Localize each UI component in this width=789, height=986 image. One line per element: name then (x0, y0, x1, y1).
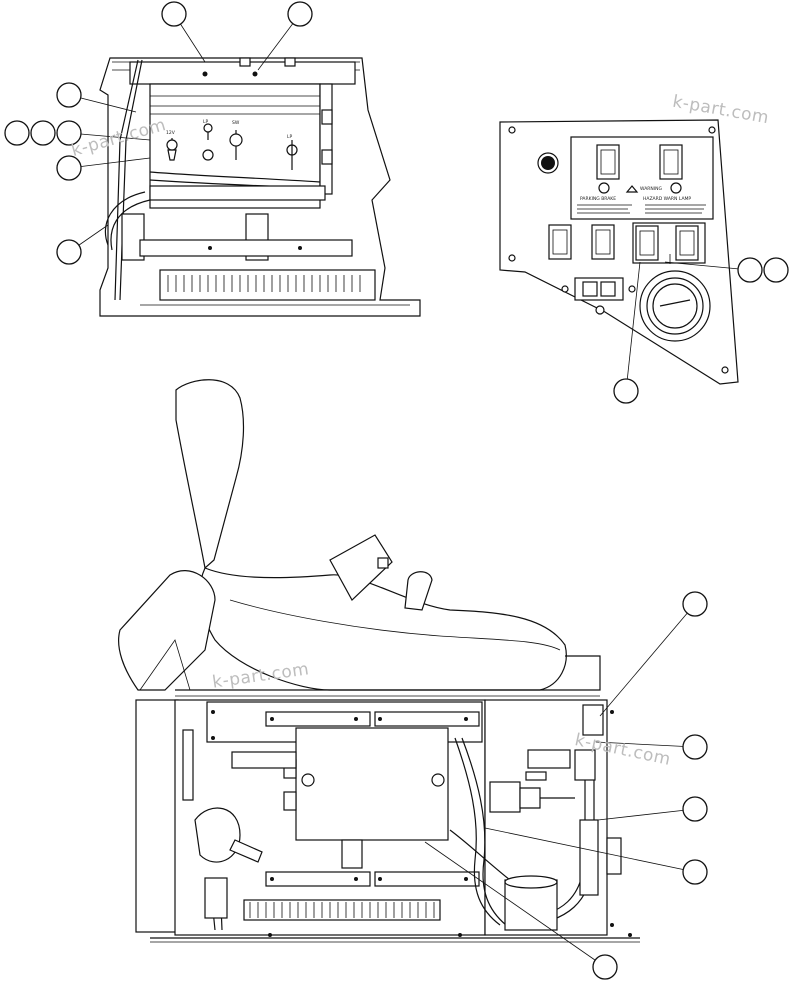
panel-label-right: HAZARD WARN LAMP (643, 196, 691, 202)
terminal-strip-top (167, 275, 361, 292)
svg-text:SW: SW (232, 120, 240, 126)
decal-text-lines (577, 204, 706, 214)
control-box-detail: 12V LP SW LP (99, 57, 421, 317)
svg-text:LP: LP (287, 134, 293, 140)
svg-text:LP: LP (203, 119, 209, 125)
bulb-sockets: 12V LP SW LP (166, 119, 298, 170)
callouts-top-left (4, 1, 313, 265)
panel-label-left: PARKING BRAKE (580, 196, 616, 202)
compartment-box (135, 699, 640, 943)
terminal-strip-main (249, 902, 435, 918)
switch-panel: PARKING BRAKE HAZARD WARN LAMP WARNING (499, 119, 789, 404)
panel-warning: WARNING (640, 186, 662, 192)
rocker-switches (548, 222, 706, 264)
seat-assembly (118, 379, 601, 697)
callouts-main (424, 591, 708, 980)
svg-text:12V: 12V (166, 130, 176, 136)
